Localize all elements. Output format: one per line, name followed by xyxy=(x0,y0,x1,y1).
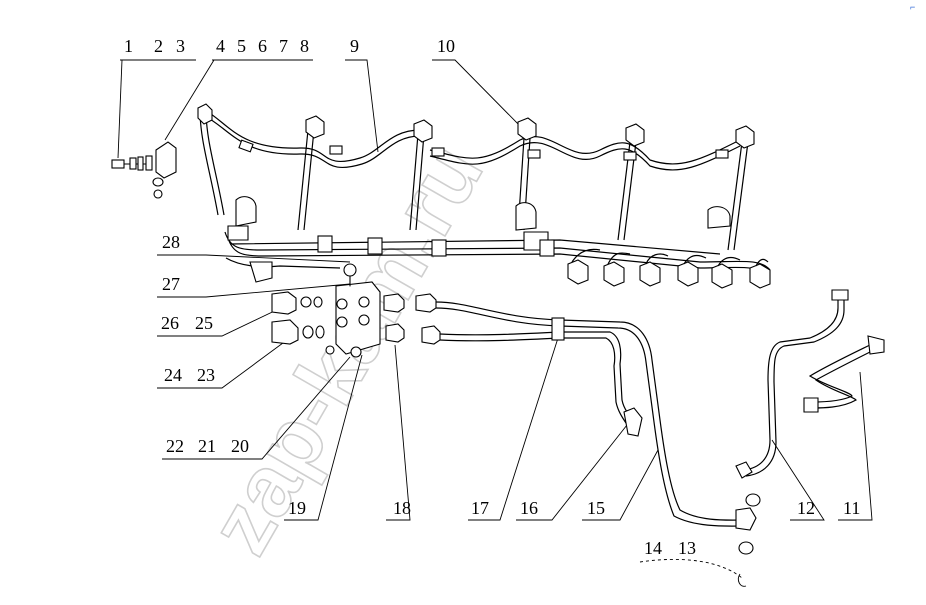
callout-2: 2 xyxy=(154,36,163,56)
callout-26: 26 xyxy=(161,313,179,333)
callout-24: 24 xyxy=(164,365,182,385)
callout-28: 28 xyxy=(162,232,180,252)
callout-19: 19 xyxy=(288,498,306,518)
corner-mark: ⌐ xyxy=(910,2,915,12)
callout-27: 27 xyxy=(162,274,180,294)
callout-17: 17 xyxy=(471,498,489,518)
leader-26-25 xyxy=(157,304,288,337)
leader-15 xyxy=(582,449,659,521)
callout-5: 5 xyxy=(237,36,246,56)
leader-1 xyxy=(117,59,123,159)
callout-3: 3 xyxy=(176,36,185,56)
callout-1: 1 xyxy=(124,36,133,56)
callout-23: 23 xyxy=(197,365,215,385)
callout-18: 18 xyxy=(393,498,411,518)
right-pipes xyxy=(735,289,885,479)
leader-16 xyxy=(516,424,628,521)
leader-4 xyxy=(164,59,215,141)
callout-25: 25 xyxy=(195,313,213,333)
leader-22-20 xyxy=(162,356,351,460)
leader-9 xyxy=(345,59,379,153)
leader-11 xyxy=(838,371,873,521)
bolt-assembly-left xyxy=(111,141,177,199)
callout-20: 20 xyxy=(231,436,249,456)
leader-14-13 xyxy=(639,558,743,579)
leader-18 xyxy=(386,344,411,521)
valve-block xyxy=(271,263,441,358)
callout-22: 22 xyxy=(166,436,184,456)
leader-19 xyxy=(284,354,363,521)
leader-10 xyxy=(432,59,523,129)
leader-17 xyxy=(468,337,559,521)
return-pipes xyxy=(435,301,761,587)
callout-9: 9 xyxy=(350,36,359,56)
callout-7: 7 xyxy=(279,36,288,56)
leader-27 xyxy=(157,283,351,298)
callout-4: 4 xyxy=(216,36,225,56)
leader-28 xyxy=(157,254,351,263)
callout-16: 16 xyxy=(520,498,538,518)
callout-10: 10 xyxy=(437,36,455,56)
callout-21: 21 xyxy=(198,436,216,456)
callout-11: 11 xyxy=(843,498,860,518)
callout-15: 15 xyxy=(587,498,605,518)
leader-lines xyxy=(117,59,873,579)
callout-8: 8 xyxy=(300,36,309,56)
callout-labels: 1 2 3 4 5 6 7 8 9 10 11 12 13 14 15 16 1… xyxy=(124,36,860,558)
callout-12: 12 xyxy=(797,498,815,518)
leader-24-23 xyxy=(157,339,288,389)
callout-6: 6 xyxy=(258,36,267,56)
leader-12 xyxy=(771,439,825,521)
fuel-rail xyxy=(224,196,771,289)
callout-13: 13 xyxy=(678,538,696,558)
callout-14: 14 xyxy=(644,538,662,558)
